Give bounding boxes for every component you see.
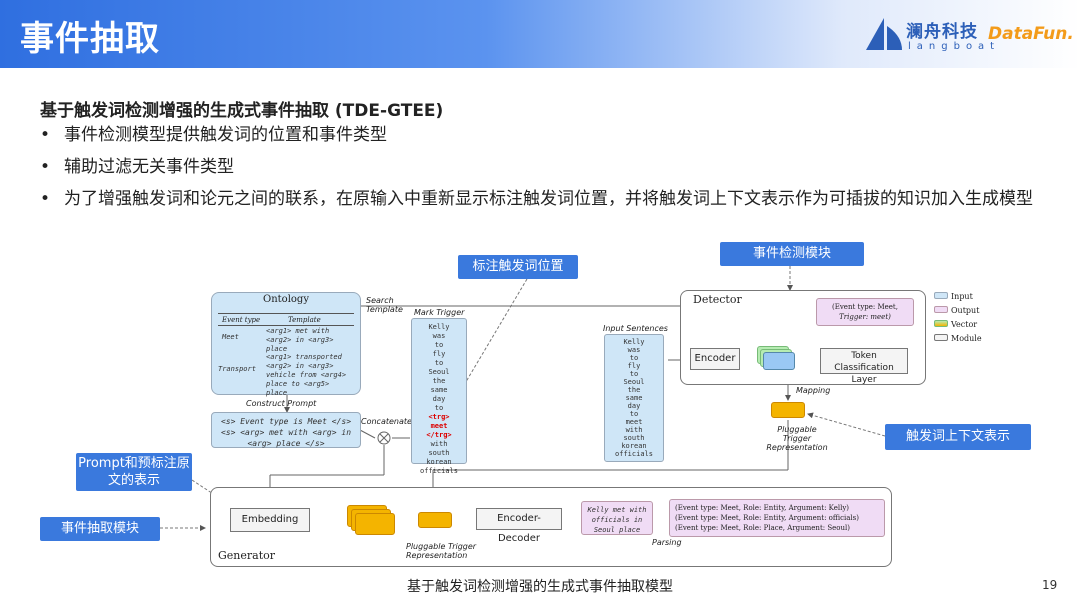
input-word: to (629, 370, 639, 378)
input-word: korean (621, 442, 647, 450)
input-word: the (627, 386, 641, 394)
marked-word: Seoul (428, 368, 450, 376)
langboat-logo-icon (866, 18, 902, 50)
page-title: 事件抽取 (20, 19, 160, 59)
prompt-box: <s> Event type is Meet </s> <s> <arg> me… (211, 412, 361, 448)
vector-stack (757, 346, 795, 372)
legend-output-swatch (934, 306, 948, 313)
callout-prompt-repr: Prompt和预标注原文的表示 (76, 453, 192, 491)
trigger-word: meet (430, 422, 448, 430)
input-word: officials (615, 450, 653, 458)
construct-prompt-label: Construct Prompt (246, 399, 317, 408)
input-sentence-box: Kelly was to fly to Seoul the same day t… (604, 334, 664, 462)
mapping-label: Mapping (796, 386, 831, 395)
input-word: same (625, 394, 643, 402)
mark-trigger-label: Mark Trigger (414, 308, 465, 317)
figure-caption: 基于触发词检测增强的生成式事件抽取模型 (407, 579, 673, 595)
ontology-row1-type: Meet (222, 333, 239, 341)
input-word: fly (627, 362, 641, 370)
legend-module: Module (951, 334, 982, 343)
callout-trigger-context: 触发词上下文表示 (885, 424, 1031, 450)
ontology-col-event: Event type (222, 316, 261, 324)
marked-word: korean (426, 458, 452, 466)
detector-output-box: (Event type: Meet, Trigger: meet) (816, 298, 914, 326)
parsed-line: (Event type: Meet, Role: Entity, Argumen… (675, 504, 850, 512)
marked-word: day (432, 395, 446, 403)
input-word: with (625, 426, 643, 434)
generated-text-box: Kelly met with officials in Seoul place (581, 501, 653, 535)
generator-trigger-label: Pluggable Trigger Representation (406, 542, 477, 560)
ontology-row2-type: Transport (218, 365, 256, 373)
ontology-subheader-rule (218, 325, 354, 326)
input-word: to (629, 410, 639, 418)
marked-word: with (430, 440, 448, 448)
input-word: day (627, 402, 641, 410)
input-word: to (629, 354, 639, 362)
token-classification-module: Token Classification Layer (820, 348, 908, 385)
marked-word: to (434, 359, 444, 367)
trigger-marker: <trg> (428, 413, 450, 421)
bullet-item: •事件检测模型提供触发词的位置和事件类型 (40, 125, 387, 145)
ontology-title: Ontology (263, 294, 309, 305)
trigger-repr-label: Pluggable Trigger Representation (766, 425, 828, 452)
ontology-row1-template: <arg1> met with <arg2> in <arg3> place (266, 327, 334, 353)
embedding-module: Embedding (230, 508, 310, 532)
legend-input: Input (951, 292, 973, 301)
datafun-logo: DataFun. (988, 24, 1074, 44)
marked-word: Kelly (428, 323, 450, 331)
callout-detection-module: 事件检测模块 (720, 242, 864, 266)
marked-word: was (432, 332, 446, 340)
concatenate-label: Concatenate (361, 417, 412, 426)
marked-word: same (430, 386, 448, 394)
trigger-marker: </trg> (426, 431, 452, 439)
marked-word: officials (420, 467, 458, 475)
legend-vector: Vector (951, 320, 978, 329)
callout-mark-trigger: 标注触发词位置 (458, 255, 578, 279)
ontology-box (211, 292, 361, 395)
marked-word: the (432, 377, 446, 385)
ontology-col-template: Template (288, 316, 321, 324)
brand-name: 澜舟科技 (906, 22, 978, 42)
encoder-decoder-module: Encoder-Decoder (476, 508, 562, 544)
legend-module-swatch (934, 334, 948, 341)
embedding-vector-stack (347, 505, 399, 539)
brand-subname: langboat (908, 41, 1001, 52)
search-template-label: Search Template (366, 296, 403, 314)
ontology-row2-template: <arg1> transported <arg2> in <arg3> vehi… (266, 353, 347, 397)
legend: Input Output Vector Module (934, 292, 994, 348)
parsed-output-box: (Event type: Meet, Role: Entity, Argumen… (669, 499, 885, 537)
generator-trigger-vector (418, 512, 452, 528)
bullet-item: •辅助过滤无关事件类型 (40, 157, 234, 177)
input-word: Kelly (623, 338, 645, 346)
marked-sentence-box: Kelly was to fly to Seoul the same day t… (411, 318, 467, 475)
marked-word: to (434, 341, 444, 349)
detector-encoder-module: Encoder (690, 348, 740, 370)
input-word: was (627, 346, 641, 354)
legend-vector-swatch (934, 320, 948, 327)
marked-word: to (434, 404, 444, 412)
bullet-list: •事件检测模型提供触发词的位置和事件类型 •辅助过滤无关事件类型 •为了增强触发… (40, 124, 1040, 220)
marked-word: fly (432, 350, 446, 358)
detector-output-line: Trigger: meet) (839, 313, 891, 321)
parsing-label: Parsing (652, 538, 682, 547)
detector-title: Detector (693, 293, 742, 306)
legend-output: Output (951, 306, 980, 315)
legend-input-swatch (934, 292, 948, 299)
callout-extraction-module: 事件抽取模块 (40, 517, 160, 541)
header-banner (0, 0, 1080, 68)
page-number: 19 (1042, 578, 1058, 592)
section-subtitle: 基于触发词检测增强的生成式事件抽取 (TDE-GTEE) (40, 101, 444, 121)
detector-output-line: (Event type: Meet, (832, 303, 898, 311)
generator-title: Generator (218, 549, 276, 562)
parsed-line: (Event type: Meet, Role: Entity, Argumen… (675, 514, 859, 522)
input-word: meet (625, 418, 643, 426)
trigger-vector (771, 402, 805, 418)
input-sentences-label: Input Sentences (603, 324, 668, 333)
bullet-item: •为了增强触发词和论元之间的联系，在原输入中重新显示标注触发词位置，并将触发词上… (40, 189, 1033, 209)
marked-word: south (428, 449, 450, 457)
input-word: Seoul (623, 378, 645, 386)
parsed-line: (Event type: Meet, Role: Place, Argument… (675, 524, 850, 532)
ontology-header-rule (218, 313, 354, 314)
input-word: south (623, 434, 645, 442)
